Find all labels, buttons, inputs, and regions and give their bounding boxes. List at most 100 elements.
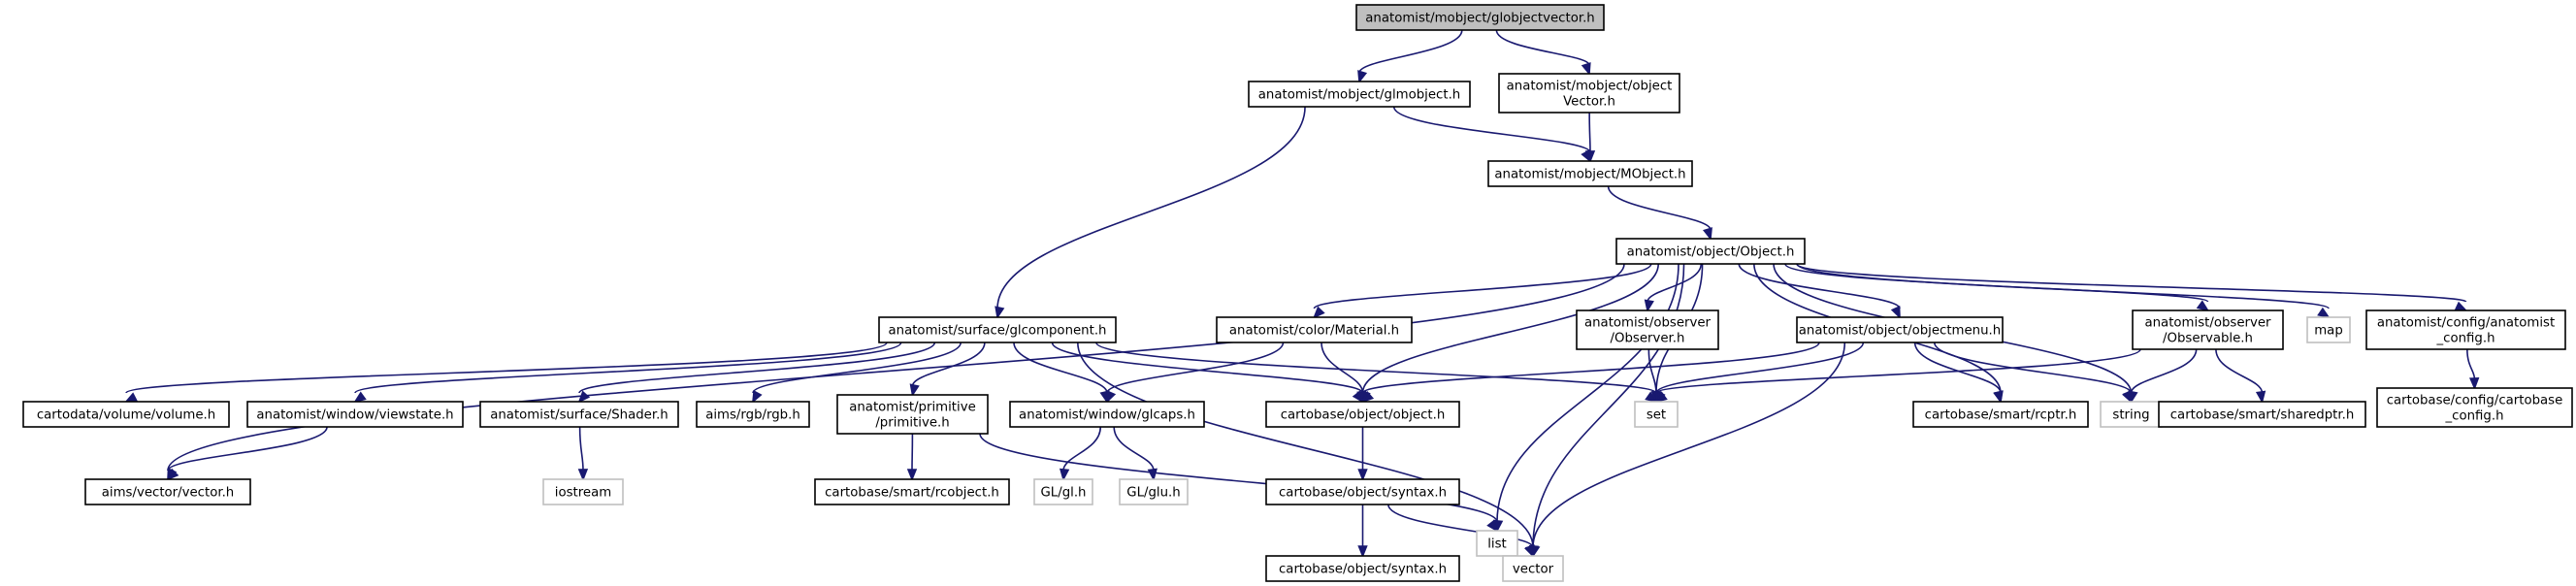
node-label: iostream [555,486,611,501]
node-rcobject[interactable]: cartobase/smart/rcobject.h [814,478,1010,505]
edge-glcomponent-to-viewstate [353,342,902,404]
edge-observable-to-set [1654,348,2141,404]
node-label: anatomist/surface/Shader.h [490,408,668,423]
node-label: _config.h [2445,409,2504,424]
node-label: anatomist/observer [2144,316,2271,331]
node-label: anatomist/mobject/globjectvector.h [1365,12,1594,26]
node-aimsvector[interactable]: aims/vector/vector.h [84,478,251,505]
node-volume[interactable]: cartodata/volume/volume.h [22,401,230,428]
edge-glcomponent-to-vector [1077,342,1535,559]
edge-material-to-glcaps [1106,342,1285,404]
node-shader[interactable]: anatomist/surface/Shader.h [479,401,679,428]
node-vector: vector [1502,555,1564,582]
edges-layer [124,29,2480,559]
node-anaconfig[interactable]: anatomist/config/anatomist_config.h [2365,309,2566,350]
node-observer[interactable]: anatomist/observer/Observer.h [1576,309,1719,350]
edge-object-to-anaconfig [1796,263,2468,311]
node-cobject[interactable]: cartobase/object/object.h [1265,401,1460,428]
edge-object-to-material [1313,263,1652,319]
node-label: aims/vector/vector.h [102,486,234,501]
node-primitive[interactable]: anatomist/primitive/primitive.h [836,394,989,435]
node-root[interactable]: anatomist/mobject/globjectvector.h [1355,4,1605,31]
node-set: set [1634,401,1679,428]
node-label: list [1487,537,1507,552]
node-label: cartodata/volume/volume.h [37,408,215,423]
edge-glcomponent-to-set [1095,342,1658,404]
edge-viewstate-to-aimsvector [167,426,328,481]
edge-glmobject-to-mobject [1392,106,1592,163]
edge-objectvector-to-mobject [1584,112,1596,164]
node-label: /Observer.h [1611,332,1685,346]
edge-objectmenu-to-set [1654,342,1865,404]
node-label: anatomist/window/glcaps.h [1019,408,1195,423]
node-label: cartobase/smart/sharedptr.h [2170,408,2355,423]
edge-primitive-to-rcobject [906,433,918,482]
edge-cobject-to-syntax [1357,426,1368,482]
node-label: cartobase/object/syntax.h [1279,563,1447,577]
edge-glcomponent-to-volume [124,342,888,403]
node-label: string [2112,408,2149,423]
edge-observable-to-string [2128,348,2198,405]
node-mobject[interactable]: anatomist/mobject/MObject.h [1487,160,1693,187]
edge-glcaps-to-gluh [1113,426,1158,482]
edge-root-to-glmobject [1357,29,1463,84]
node-label: set [1647,408,1666,423]
edge-material-to-cobject [1321,342,1367,405]
edge-object-to-observer [1644,263,1703,313]
edge-glcomponent-to-rgb [751,342,962,404]
node-label: _config.h [2436,332,2495,346]
node-glh: GL/gl.h [1033,478,1093,505]
edge-glcomponent-to-cobject [1051,342,1364,404]
node-label: /primitive.h [875,416,949,431]
nodes-layer: anatomist/mobject/globjectvector.h anatom… [22,4,2573,582]
node-glmobject[interactable]: anatomist/mobject/glmobject.h [1248,81,1471,108]
node-label: map [2314,324,2343,339]
node-label: cartobase/object/syntax.h [1279,486,1447,501]
edge-object-to-map [1796,263,2331,319]
edge-glcomponent-to-shader [577,342,936,404]
node-viewstate[interactable]: anatomist/window/viewstate.h [246,401,464,428]
node-syntax[interactable]: cartobase/object/syntax.h [1265,478,1460,505]
node-label: anatomist/surface/glcomponent.h [889,324,1107,339]
edge-shader-to-iostream [577,426,589,482]
node-label: vector [1513,563,1554,577]
node-rcptr[interactable]: cartobase/smart/rcptr.h [1912,401,2089,428]
node-map: map [2306,316,2351,343]
node-object[interactable]: anatomist/object/Object.h [1615,238,1806,265]
edge-glmobject-to-glcomponent [995,106,1306,320]
edge-syntax-to-syntax2 [1357,504,1368,559]
node-label: cartobase/smart/rcobject.h [825,486,999,501]
node-objectmenu[interactable]: anatomist/object/objectmenu.h [1796,316,2004,343]
edge-glcomponent-to-primitive [909,342,986,398]
node-rgb[interactable]: aims/rgb/rgb.h [696,401,810,428]
edge-objectmenu-to-cobject [1360,342,1820,404]
node-gluh: GL/glu.h [1119,478,1189,505]
node-observable[interactable]: anatomist/observer/Observable.h [2132,309,2284,350]
node-label: anatomist/window/viewstate.h [256,408,453,423]
node-label: aims/rgb/rgb.h [705,408,800,423]
node-label: anatomist/object/objectmenu.h [1799,324,2001,339]
node-label: Vector.h [1563,95,1615,110]
node-label: anatomist/config/anatomist [2377,316,2555,331]
node-syntax2[interactable]: cartobase/object/syntax.h [1265,555,1460,582]
node-glcaps[interactable]: anatomist/window/glcaps.h [1009,401,1205,428]
node-sharedptr[interactable]: cartobase/smart/sharedptr.h [2158,401,2366,428]
node-label: anatomist/primitive [849,401,976,415]
edge-primitive-to-list [979,433,1499,533]
edge-object-to-aimsvector [166,263,1625,481]
node-label: anatomist/color/Material.h [1229,324,1399,339]
edge-syntax-to-vector [1387,504,1534,558]
edge-root-to-objectvector [1495,29,1591,77]
node-cartoconfig[interactable]: cartobase/config/cartobase_config.h [2376,387,2573,428]
node-label: anatomist/mobject/object [1507,80,1673,94]
node-glcomponent[interactable]: anatomist/surface/glcomponent.h [878,316,1117,343]
node-label: /Observable.h [2163,332,2253,346]
edge-objectmenu-to-vector [1530,342,1846,559]
edge-object-to-objectmenu [1738,263,1901,319]
node-material[interactable]: anatomist/color/Material.h [1216,316,1413,343]
node-label: anatomist/mobject/glmobject.h [1258,88,1460,103]
edge-mobject-to-object [1607,185,1712,242]
node-label: anatomist/object/Object.h [1627,245,1795,260]
